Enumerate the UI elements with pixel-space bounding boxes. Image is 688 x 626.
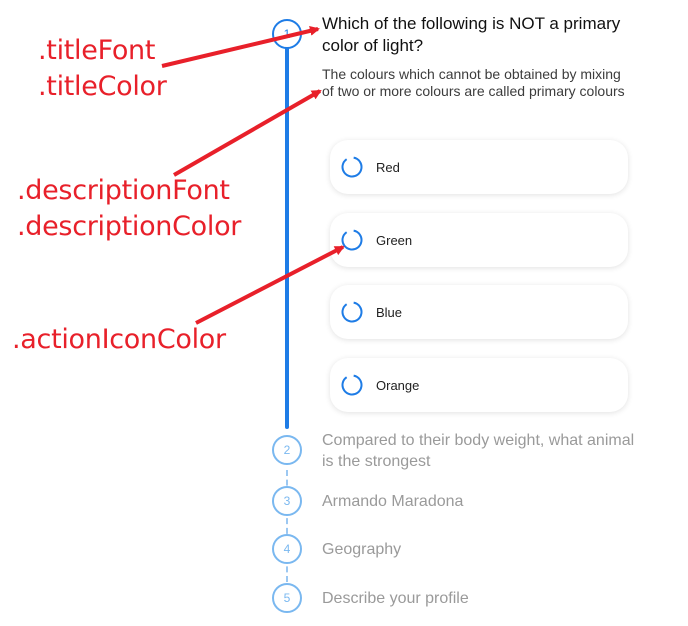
radio-circle-icon[interactable] (341, 374, 363, 396)
step-indicator-3[interactable]: 3 (272, 486, 302, 516)
annotation-title-color: .titleColor (38, 71, 167, 102)
timeline-dashed-line (286, 470, 290, 582)
option-blue[interactable]: Blue (330, 285, 628, 339)
annotation-description-font: .descriptionFont (17, 175, 230, 206)
step-indicator-1[interactable]: 1 (272, 19, 302, 49)
step-number: 3 (283, 494, 291, 508)
radio-circle-icon[interactable] (341, 301, 363, 323)
step-title-5[interactable]: Describe your profile (322, 590, 469, 607)
timeline-progress-line (285, 33, 289, 429)
annotation-description-props: .descriptionFont .descriptionColor (17, 173, 241, 245)
step-number: 1 (283, 27, 291, 41)
arrow-to-description (173, 89, 322, 177)
radio-circle-icon[interactable] (341, 156, 363, 178)
step-title-3[interactable]: Armando Maradona (322, 493, 464, 510)
annotation-title-props: .titleFont .titleColor (38, 33, 167, 105)
annotation-description-color: .descriptionColor (17, 211, 242, 242)
question-description: The colours which cannot be obtained by … (322, 66, 625, 99)
radio-circle-icon[interactable] (341, 229, 363, 251)
question-title: Which of the following is NOT a primary … (322, 14, 621, 55)
arrow-to-action-icon (195, 245, 345, 325)
step-title-2[interactable]: Compared to their body weight, what anim… (322, 432, 635, 470)
step-number: 5 (283, 591, 291, 605)
option-orange[interactable]: Orange (330, 358, 628, 412)
option-green[interactable]: Green (330, 213, 628, 267)
step-number: 2 (283, 443, 291, 457)
step-indicator-4[interactable]: 4 (272, 534, 302, 564)
step-indicator-5[interactable]: 5 (272, 583, 302, 613)
option-label: Orange (376, 377, 420, 393)
option-red[interactable]: Red (330, 140, 628, 194)
step-indicator-2[interactable]: 2 (272, 435, 302, 465)
step-title-4[interactable]: Geography (322, 541, 402, 558)
step-number: 4 (283, 542, 291, 556)
annotation-title-font: .titleFont (38, 35, 156, 66)
option-label: Green (376, 232, 413, 248)
annotation-action-icon-color: .actionIconColor (12, 324, 226, 355)
option-label: Blue (376, 304, 403, 320)
option-label: Red (376, 159, 400, 175)
